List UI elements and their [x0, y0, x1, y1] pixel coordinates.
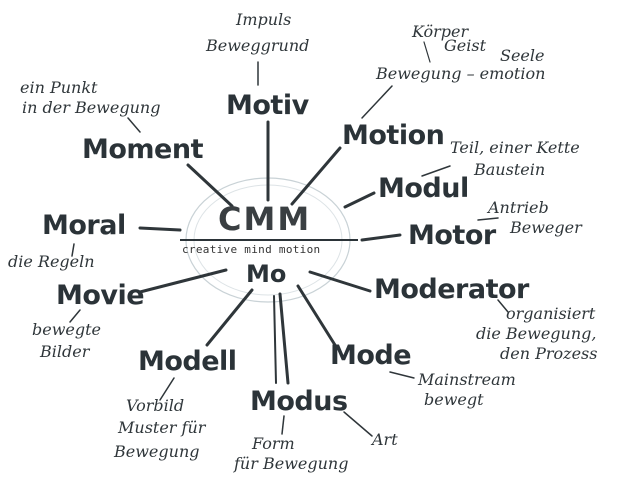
- spoke-modus-b: [273, 295, 277, 384]
- spoke-motor: [360, 233, 402, 242]
- note-moral-1: die Regeln: [8, 252, 95, 271]
- center-mo: Mo: [246, 260, 287, 288]
- keyword-modus: Modus: [250, 386, 348, 417]
- spoke-moment: [186, 163, 234, 208]
- logo-rule: [180, 239, 358, 241]
- note-modell-1: Vorbild: [126, 396, 185, 415]
- keyword-moment: Moment: [82, 134, 204, 165]
- note-modus-art: Art: [372, 430, 398, 449]
- note-movie-1: bewegte: [32, 320, 102, 339]
- note-motor-2: Beweger: [510, 218, 582, 237]
- note-modul-1: Teil, einer Kette: [450, 138, 580, 157]
- note-motor-1: Antrieb: [488, 198, 549, 217]
- spoke-motion: [290, 146, 342, 206]
- spoke-modul: [343, 191, 376, 209]
- keyword-movie: Movie: [56, 280, 145, 311]
- note-moment-2: in der Bewegung: [22, 98, 161, 117]
- keyword-motor: Motor: [408, 220, 496, 251]
- link-movie-note: [69, 309, 81, 323]
- keyword-modul: Modul: [378, 173, 469, 204]
- note-motion-3: Seele: [500, 46, 545, 65]
- link-moral-note: [71, 243, 75, 257]
- link-moderator-note: [497, 299, 509, 313]
- keyword-motiv: Motiv: [226, 90, 309, 121]
- note-modell-2: Muster für: [118, 418, 206, 437]
- note-motion-1: Körper: [412, 22, 469, 41]
- link-modul-note: [421, 165, 451, 177]
- keyword-moderator: Moderator: [374, 274, 529, 305]
- note-modul-2: Baustein: [474, 160, 546, 179]
- note-mode-2: bewegt: [424, 390, 484, 409]
- keyword-moral: Moral: [42, 210, 126, 241]
- spoke-moderator: [308, 270, 372, 293]
- keyword-mode: Mode: [330, 340, 412, 371]
- keyword-modell: Modell: [138, 346, 237, 377]
- note-mode-1: Mainstream: [418, 370, 516, 389]
- note-motiv-1: Impuls: [236, 10, 292, 29]
- spoke-modell: [205, 288, 254, 347]
- note-moment-1: ein Punkt: [20, 78, 98, 97]
- note-motiv-2: Beweggrund: [206, 36, 310, 55]
- note-moderator-1: organisiert: [506, 304, 596, 323]
- note-moderator-3: den Prozess: [500, 344, 598, 363]
- spoke-moral: [138, 226, 182, 232]
- link-modus-form: [281, 415, 285, 435]
- link-modell-note: [159, 377, 175, 401]
- link-motor-note: [477, 217, 499, 221]
- note-modus-form: Form: [252, 434, 295, 453]
- note-moderator-2: die Bewegung,: [476, 324, 597, 343]
- keyword-motion: Motion: [342, 120, 445, 151]
- spoke-modus: [278, 292, 290, 385]
- note-modell-3: Bewegung: [114, 442, 200, 461]
- note-motion-2: Geist: [444, 36, 487, 55]
- cmm-logo: CMM: [218, 200, 312, 238]
- tagline: creative mind motion: [182, 243, 321, 256]
- link-mode-note: [389, 371, 415, 379]
- spoke-movie: [138, 268, 228, 294]
- spoke-mode: [296, 284, 337, 347]
- note-movie-2: Bilder: [40, 342, 90, 361]
- link-motion-note: [361, 85, 393, 119]
- note-modus-bewegung: für Bewegung: [234, 454, 349, 473]
- link-modus-art: [343, 411, 373, 437]
- link-motion-body: [423, 41, 431, 63]
- note-motion-4: Bewegung – emotion: [376, 64, 546, 83]
- link-moment-note: [127, 117, 141, 133]
